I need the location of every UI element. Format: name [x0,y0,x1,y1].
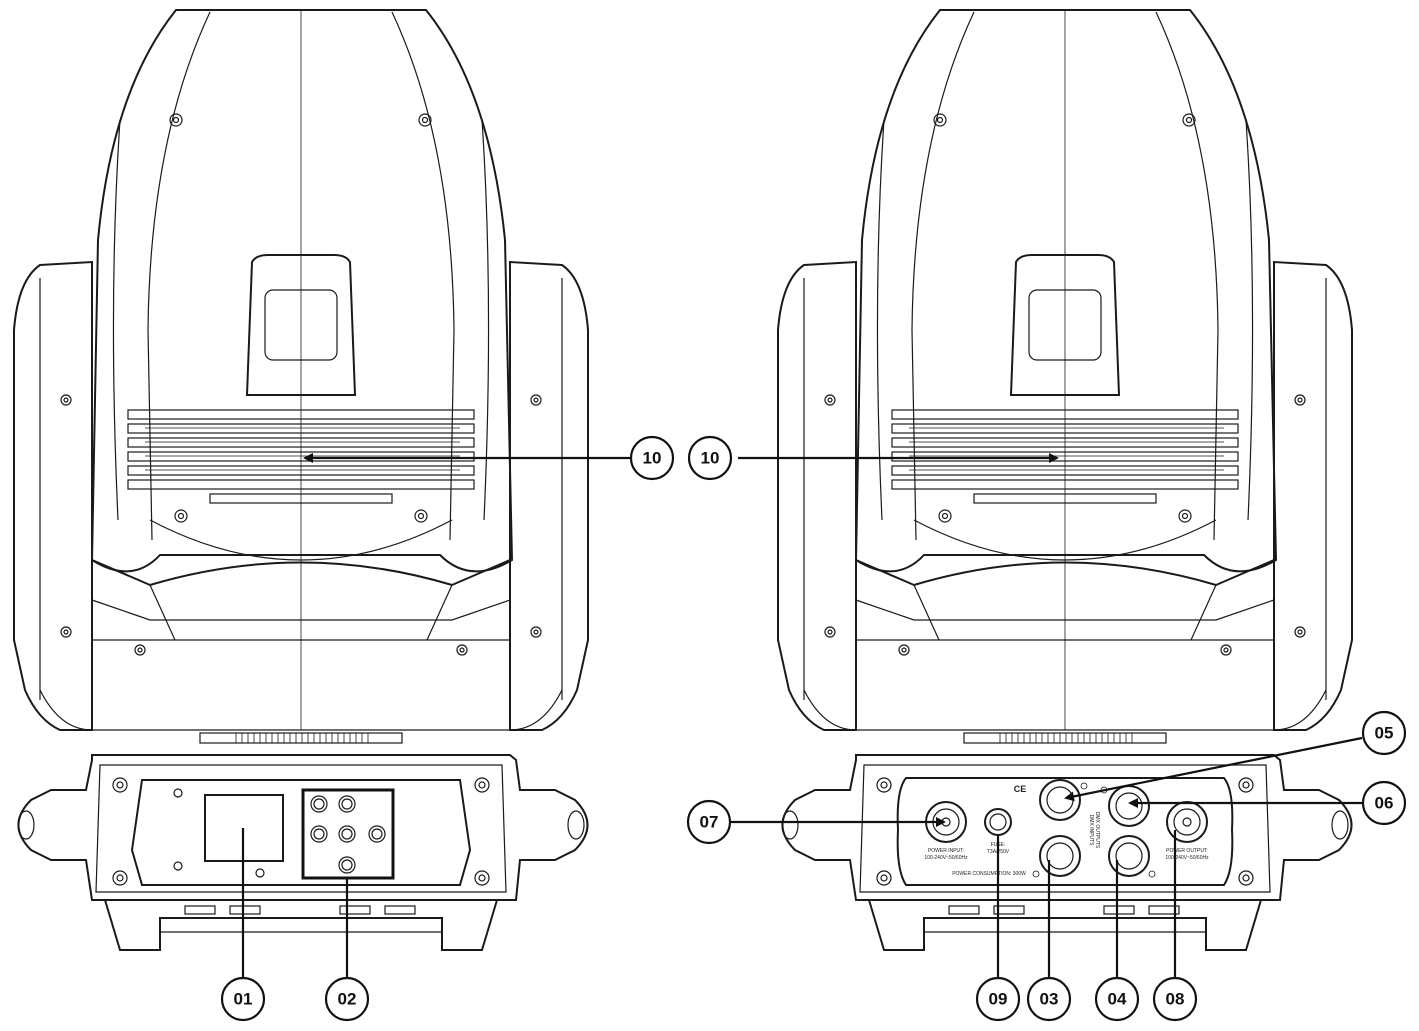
power-output-spec: 100-240V~50/60Hz [1165,855,1209,861]
display-and-buttons-panel [130,778,472,887]
callout-05-label: 05 [1375,724,1394,743]
callout-09-label: 09 [989,990,1008,1009]
power-consumption-label: POWER CONSUMPTION: 300W [952,871,1026,877]
callout-06: 06 [1361,780,1407,826]
callout-03: 03 [1026,976,1072,1022]
certification-marks: CE [1014,784,1027,794]
left-fixture [13,9,589,951]
callout-01: 01 [220,976,266,1022]
callout-06-label: 06 [1375,794,1394,813]
power-input-spec: 100-240V~50/60Hz [924,855,968,861]
callout-04: 04 [1094,976,1140,1022]
power-input-label: POWER INPUT: [928,848,964,854]
dmx-inputs-label: DMX INPUTS [1088,815,1094,847]
callout-07: 07 [686,799,732,845]
callout-02: 02 [324,976,370,1022]
callout-02-label: 02 [338,990,357,1009]
dmx-outputs-label: DMX OUTPUTS [1094,812,1100,849]
callout-09: 09 [975,976,1021,1022]
callout-08: 08 [1152,976,1198,1022]
callout-07-label: 07 [700,813,719,832]
right-fixture: POWER INPUT: 100-240V~50/60Hz FUSE: T3A/… [777,9,1353,951]
callout-10-right-label: 10 [701,449,720,468]
power-output-label: POWER OUTPUT: [1166,848,1208,854]
callout-01-label: 01 [234,990,253,1009]
callout-04-label: 04 [1108,990,1127,1009]
callout-10-right: 10 [687,435,733,481]
callout-03-label: 03 [1040,990,1059,1009]
leader-05 [1064,736,1363,802]
callout-10-left: 10 [629,435,675,481]
callout-08-label: 08 [1166,990,1185,1009]
callout-05: 05 [1361,710,1407,756]
callout-10-left-label: 10 [643,449,662,468]
leader-lines [241,453,1363,978]
connector-panel [896,777,1234,886]
